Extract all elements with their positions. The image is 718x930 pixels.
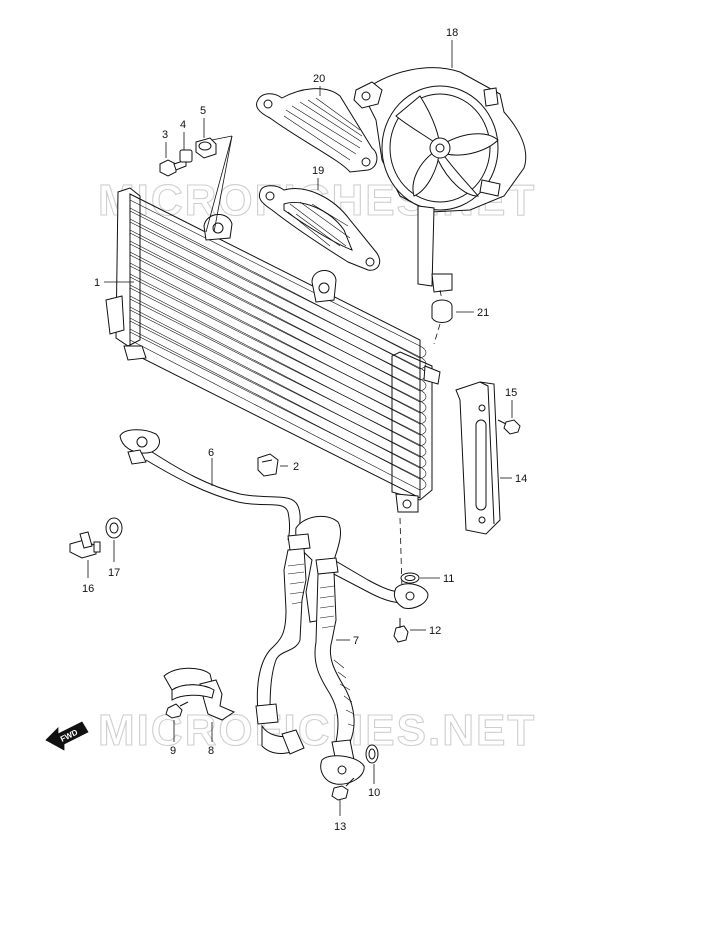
cooler-fin — [129, 298, 427, 458]
guard-19 — [258, 185, 381, 271]
clamp-2 — [257, 453, 279, 477]
o-ring-11 — [400, 572, 420, 584]
callout-14: 14 — [515, 473, 527, 485]
cooler-fin — [129, 243, 427, 403]
callout-7: 7 — [353, 635, 359, 647]
callout-8: 8 — [208, 745, 214, 757]
cooler-fin — [129, 210, 427, 370]
sensor-16 — [69, 531, 101, 559]
oil-hose-7 — [255, 515, 429, 785]
callout-2: 2 — [293, 461, 299, 473]
o-ring-10 — [365, 744, 379, 764]
callout-13: 13 — [334, 821, 346, 833]
cooler-fin — [129, 320, 427, 480]
callout-12: 12 — [429, 625, 441, 637]
cooling-fan — [353, 67, 527, 293]
clamp-8 — [163, 667, 236, 721]
callout-9: 9 — [170, 745, 176, 757]
oil-cooler-core — [105, 187, 441, 513]
collar-4 — [179, 149, 193, 163]
callout-20: 20 — [313, 73, 325, 85]
cooler-fin — [129, 287, 427, 447]
cooler-fin — [129, 232, 427, 392]
bolt-13 — [331, 777, 355, 801]
callout-4: 4 — [180, 119, 186, 131]
callout-17: 17 — [108, 567, 120, 579]
callout-5: 5 — [200, 105, 206, 117]
callout-1: 1 — [94, 277, 100, 289]
callout-19: 19 — [312, 165, 324, 177]
callout-3: 3 — [162, 129, 168, 141]
bolt-15 — [497, 419, 521, 435]
gasket-17 — [105, 517, 123, 539]
callout-11: 11 — [443, 573, 454, 585]
oil-pipe-6 — [119, 429, 301, 541]
grommet-5 — [195, 137, 217, 159]
callout-16: 16 — [82, 583, 94, 595]
bolt-12 — [393, 618, 409, 643]
shroud-plate-20 — [256, 88, 378, 173]
callout-6: 6 — [208, 447, 214, 459]
bracket-14 — [455, 381, 501, 535]
cooler-fin — [129, 221, 427, 381]
callout-18: 18 — [446, 27, 458, 39]
cooler-fin — [129, 309, 427, 469]
callout-10: 10 — [368, 787, 380, 799]
callout-21: 21 — [477, 307, 489, 319]
callout-15: 15 — [505, 387, 517, 399]
cooler-fin — [129, 276, 427, 436]
cooler-fin — [129, 254, 427, 414]
cooler-fin — [129, 265, 427, 425]
bolt-9 — [165, 701, 189, 719]
watermark-bottom: MICROFICHES.NET — [98, 706, 536, 755]
fwd-arrow-icon: FWD — [45, 721, 89, 751]
grommet-21 — [431, 299, 453, 323]
